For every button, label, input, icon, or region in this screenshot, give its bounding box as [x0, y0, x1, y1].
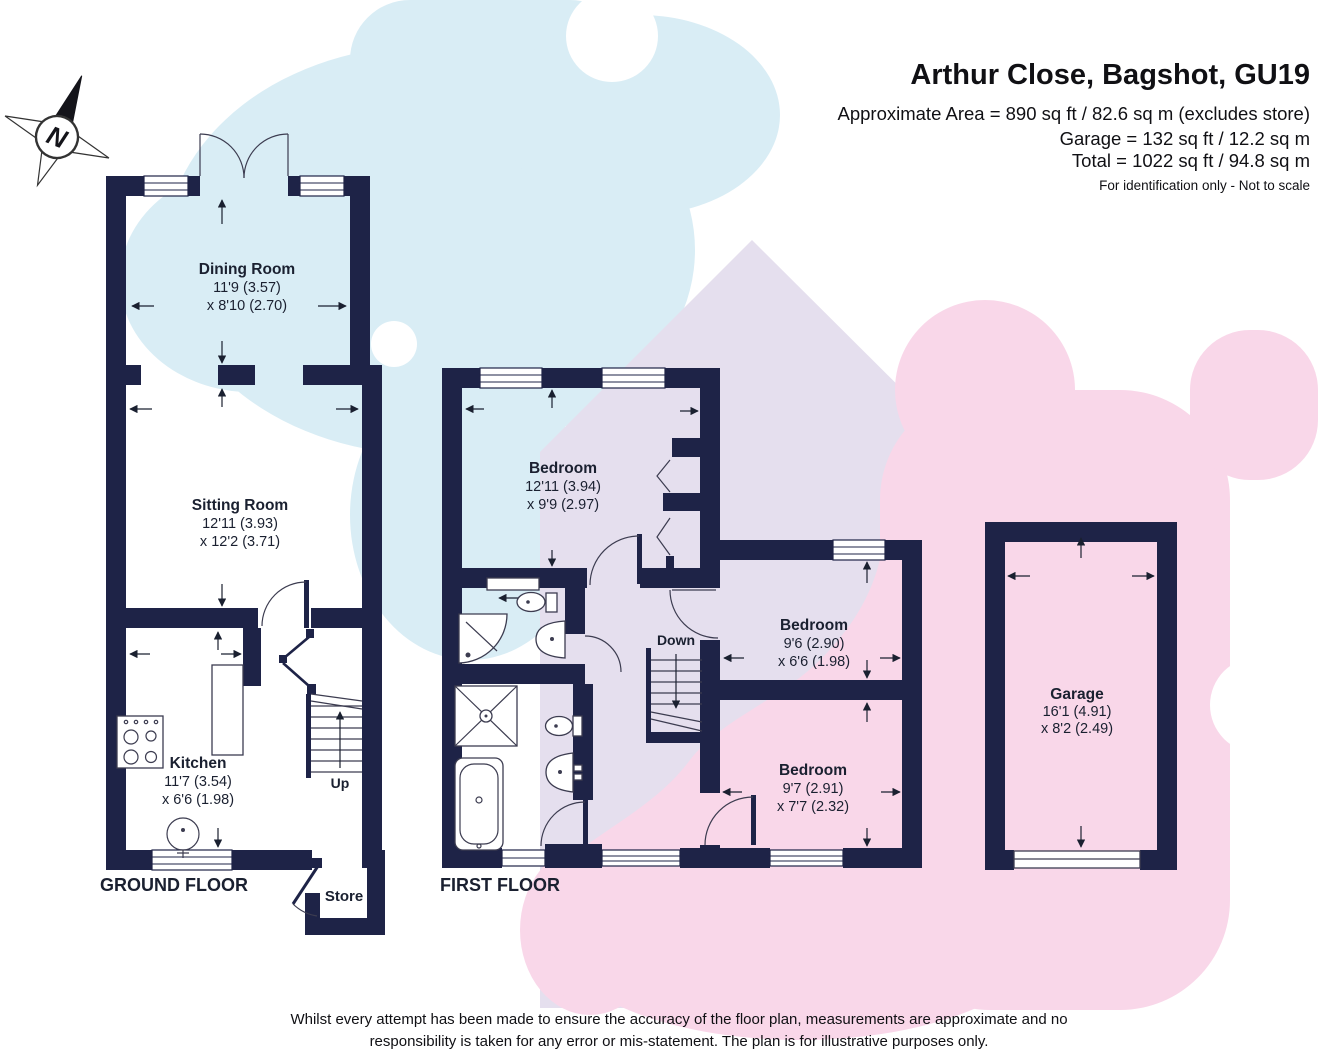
garage-walls: [985, 522, 1177, 870]
compass-icon: N: [4, 75, 110, 188]
ground-floor-walls: [106, 176, 385, 935]
hob-icon: [116, 715, 164, 769]
sitting-room-door: [261, 580, 309, 628]
ground-floor-label: GROUND FLOOR: [100, 875, 248, 895]
first-floor-dimension-arrows: [465, 389, 901, 847]
wardrobe-doors: [656, 459, 671, 556]
footer-disclaimer: Whilst every attempt has been made to en…: [290, 1011, 1067, 1050]
bathroom-basin-icon: [545, 752, 583, 793]
room-dim1: 9'7 (2.91): [783, 781, 844, 797]
room-name: Garage: [1050, 686, 1104, 703]
first-floor-windows: [479, 367, 886, 867]
total-area-line: Total = 1022 sq ft / 94.8 sq m: [1072, 150, 1310, 171]
room-dim2: x 6'6 (1.98): [778, 654, 850, 670]
bedroom2-door: [669, 589, 719, 639]
room-dim2: x 8'2 (2.49): [1041, 721, 1113, 737]
bedroom-2: Bedroom 9'6 (2.90) x 6'6 (1.98): [778, 617, 850, 670]
corner-shower-icon: [458, 613, 508, 664]
room-dim2: x 8'10 (2.70): [207, 298, 287, 314]
puzzle-piece-blue: [120, 0, 780, 660]
room-dim1: 11'7 (3.54): [164, 774, 232, 790]
garage-room: Garage 16'1 (4.91) x 8'2 (2.49): [1041, 686, 1113, 737]
ensuite-basin-icon: [535, 620, 566, 659]
title-block: Arthur Close, Bagshot, GU19 Approximate …: [838, 59, 1311, 193]
french-doors: [199, 133, 289, 179]
disclaimer-line-1: Whilst every attempt has been made to en…: [290, 1011, 1067, 1028]
bathroom-door: [540, 800, 588, 847]
kitchen-counter: [211, 664, 244, 756]
room-dim2: x 12'2 (3.71): [200, 534, 280, 550]
room-name: Dining Room: [199, 261, 295, 278]
kitchen: Kitchen 11'7 (3.54) x 6'6 (1.98): [162, 755, 234, 808]
room-name: Bedroom: [779, 762, 847, 779]
ensuite-door: [584, 635, 622, 673]
garage-area-line: Garage = 132 sq ft / 12.2 sq m: [1060, 128, 1310, 149]
ensuite-toilet-icon: [516, 591, 558, 613]
approx-area-line: Approximate Area = 890 sq ft / 82.6 sq m…: [838, 103, 1311, 124]
room-name: Bedroom: [780, 617, 848, 634]
room-dim2: x 6'6 (1.98): [162, 792, 234, 808]
room-name: Kitchen: [170, 755, 227, 772]
bedroom-3: Bedroom 9'7 (2.91) x 7'7 (2.32): [777, 762, 849, 815]
ground-floor-windows: [143, 175, 345, 871]
room-dim1: 12'11 (3.94): [525, 479, 601, 495]
puzzle-notch: [566, 0, 658, 82]
garage-door: [1013, 850, 1141, 869]
ground-floor-plan: Up Dining Room 11'9 (3.57) x 8'10 (2.70): [100, 133, 385, 935]
bedroom1-door: [589, 534, 642, 586]
page-title: Arthur Close, Bagshot, GU19: [910, 59, 1310, 91]
room-dim1: 12'11 (3.93): [202, 516, 278, 532]
shower-tray-icon: [454, 685, 518, 747]
room-dim1: 9'6 (2.90): [784, 636, 845, 652]
garage-dimension-arrows: [1007, 537, 1155, 848]
sitting-room: Sitting Room 12'11 (3.93) x 12'2 (3.71): [192, 497, 288, 550]
puzzle-notch: [1210, 657, 1306, 753]
store-label: Store: [325, 888, 363, 905]
bedroom-1: Bedroom 12'11 (3.94) x 9'9 (2.97): [525, 460, 601, 513]
kitchen-sink-icon: [166, 817, 200, 858]
stairs-down: Down: [650, 632, 703, 732]
first-floor-label: FIRST FLOOR: [440, 875, 560, 895]
ground-floor-dimension-arrows: [129, 199, 359, 848]
understairs-cupboard-doors: [282, 636, 310, 687]
bedroom3-door: [704, 795, 756, 846]
garage-plan: Garage 16'1 (4.91) x 8'2 (2.49): [985, 522, 1177, 870]
stairs-up: Up: [310, 693, 363, 791]
bathtub-icon: [454, 757, 504, 851]
identification-note: For identification only - Not to scale: [1099, 178, 1310, 193]
first-floor-plan: Down Bedroom 12'11 (3.94) x 9'9 (2.97) B…: [440, 367, 922, 895]
dining-room: Dining Room 11'9 (3.57) x 8'10 (2.70): [199, 261, 295, 314]
room-dim2: x 9'9 (2.97): [527, 497, 599, 513]
room-dim1: 16'1 (4.91): [1043, 704, 1112, 720]
room-name: Bedroom: [529, 460, 597, 477]
room-dim2: x 7'7 (2.32): [777, 799, 849, 815]
bathroom-toilet-icon: [544, 715, 583, 737]
room-name: Sitting Room: [192, 497, 288, 514]
stairs-up-label: Up: [331, 775, 350, 791]
disclaimer-line-2: responsibility is taken for any error or…: [370, 1033, 989, 1050]
store-door: [291, 865, 320, 917]
puzzle-notch: [371, 321, 417, 367]
room-dim1: 11'9 (3.57): [213, 280, 281, 296]
stairs-down-label: Down: [657, 632, 695, 648]
